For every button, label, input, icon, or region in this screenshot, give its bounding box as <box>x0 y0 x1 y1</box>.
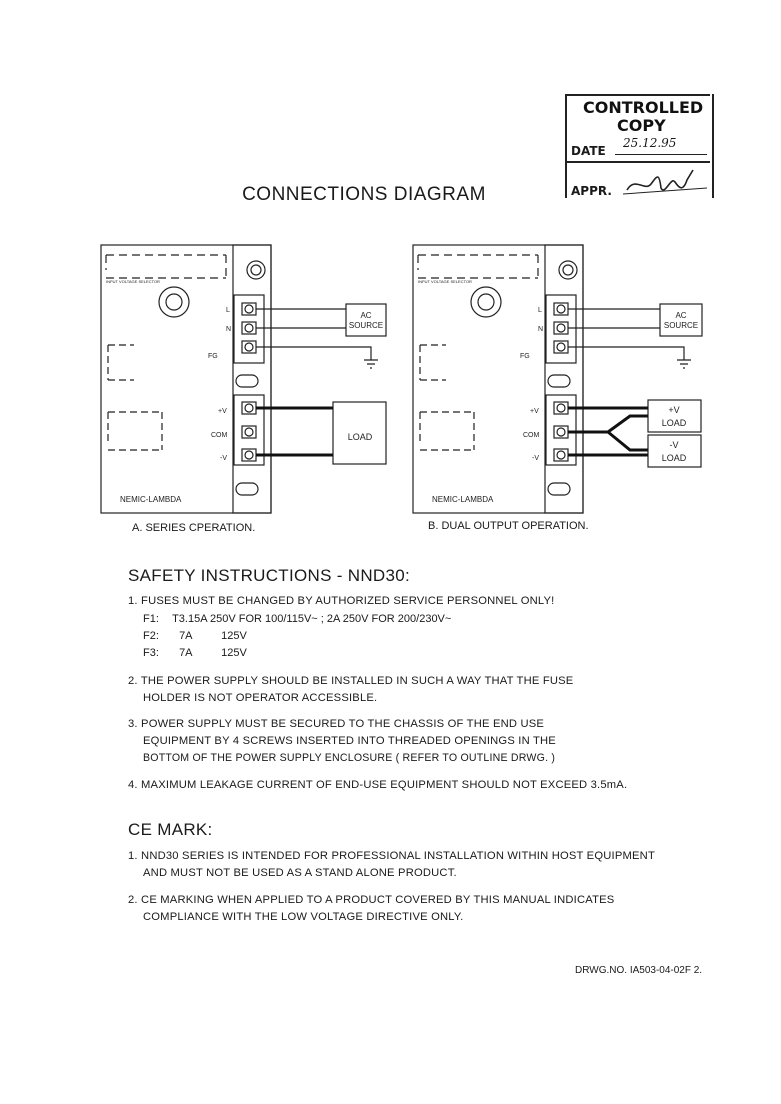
ce-item-2: 2. CE MARKING WHEN APPLIED TO A PRODUCT … <box>128 894 615 906</box>
safety-item-4: 4. MAXIMUM LEAKAGE CURRENT OF END-USE EQ… <box>128 779 628 791</box>
ce-item-2-cont: COMPLIANCE WITH THE LOW VOLTAGE DIRECTIV… <box>143 911 464 923</box>
load-bottom-label2-b: LOAD <box>662 453 687 463</box>
stamp-date-line <box>615 154 707 155</box>
drawing-number: DRWG.NO. IA503-04-02F 2. <box>575 965 703 976</box>
safety-item-3-cont2: BOTTOM OF THE POWER SUPPLY ENCLOSURE ( R… <box>143 752 556 764</box>
fuse-f1-rating: T3.15A 250V FOR 100/115V~ ; 2A 250V FOR … <box>172 613 452 625</box>
fuse-f2: F2: 7A 125V <box>143 628 247 645</box>
fuse-f3-rating-a: 7A <box>179 647 193 659</box>
ac-source-box-a <box>345 303 387 337</box>
stamp-border <box>565 94 714 198</box>
ac-source-line2-a: SOURCE <box>349 321 383 330</box>
logo-b: NEMIC-LAMBDA <box>432 495 494 504</box>
stamp-line1: CONTROLLED <box>583 98 704 117</box>
terminal-l-a: L <box>226 307 230 314</box>
controlled-copy-stamp: CONTROLLED COPY DATE 25.12.95 APPR. <box>565 86 715 204</box>
stamp-appr-label: APPR. <box>571 184 612 198</box>
fuse-f2-rating-a: 7A <box>179 630 193 642</box>
stamp-top-line <box>565 94 710 96</box>
safety-heading: SAFETY INSTRUCTIONS - NND30: <box>128 566 411 585</box>
ac-source-line2-b: SOURCE <box>664 321 698 330</box>
approval-signature <box>623 169 708 195</box>
terminal-plus-v-a: +V <box>218 408 227 415</box>
caption-a: A. SERIES CPERATION. <box>132 522 256 534</box>
stamp-mid-line <box>565 161 710 163</box>
ce-heading: CE MARK: <box>128 820 213 839</box>
ac-source-line1-a: AC <box>360 311 371 320</box>
ce-item-1-cont: AND MUST NOT BE USED AS A STAND ALONE PR… <box>143 867 457 879</box>
psu-outline-a <box>100 244 272 514</box>
selector-label-b: INPUT VOLTAGE SELECTOR <box>418 279 472 284</box>
load-label-a: LOAD <box>348 432 373 442</box>
terminal-fg-a: FG <box>208 353 218 360</box>
terminal-strip-a <box>232 244 272 514</box>
safety-item-3-cont1: EQUIPMENT BY 4 SCREWS INSERTED INTO THRE… <box>143 735 556 747</box>
terminal-l-b: L <box>538 307 542 314</box>
terminal-com-b: COM <box>523 432 540 439</box>
fuse-f3: F3: 7A 125V <box>143 645 247 662</box>
ac-source-line1-b: AC <box>675 311 686 320</box>
fuse-f2-name: F2: <box>143 630 159 642</box>
safety-item-1: 1. FUSES MUST BE CHANGED BY AUTHORIZED S… <box>128 595 555 607</box>
series-operation-diagram: INPUT VOLTAGE SELECTOR L N FG +V COM -V … <box>100 244 387 514</box>
stamp-date-value: 25.12.95 <box>623 136 677 150</box>
fuse-f1: F1: T3.15A 250V FOR 100/115V~ ; 2A 250V … <box>143 611 451 628</box>
terminal-minus-v-a: -V <box>220 455 227 462</box>
load-top-label1-b: +V <box>668 405 679 415</box>
terminal-n-b: N <box>538 326 543 333</box>
terminal-minus-v-b: -V <box>532 455 539 462</box>
selector-label-a: INPUT VOLTAGE SELECTOR <box>106 279 160 284</box>
fuse-f3-rating-b: 125V <box>221 647 247 659</box>
fuse-f2-rating-b: 125V <box>221 630 247 642</box>
safety-item-2-cont: HOLDER IS NOT OPERATOR ACCESSIBLE. <box>143 692 378 704</box>
caption-b: B. DUAL OUTPUT OPERATION. <box>428 520 589 532</box>
load-top-label2-b: LOAD <box>662 418 687 428</box>
stamp-date-label: DATE <box>571 144 606 158</box>
fuse-f1-name: F1: <box>143 613 159 625</box>
load-box-a <box>332 401 387 465</box>
dual-output-diagram: INPUT VOLTAGE SELECTOR L N FG +V COM -V … <box>412 244 703 514</box>
fuse-f3-name: F3: <box>143 647 159 659</box>
terminal-com-a: COM <box>211 432 228 439</box>
stamp-line2: COPY <box>617 116 666 135</box>
load-bottom-label1-b: -V <box>670 440 679 450</box>
ac-source-box-b <box>659 303 703 337</box>
safety-item-2: 2. THE POWER SUPPLY SHOULD BE INSTALLED … <box>128 675 574 687</box>
ce-item-1: 1. NND30 SERIES IS INTENDED FOR PROFESSI… <box>128 850 655 862</box>
psu-outline-b <box>412 244 584 514</box>
terminal-n-a: N <box>226 326 231 333</box>
terminal-strip-b <box>544 244 584 514</box>
logo-a: NEMIC-LAMBDA <box>120 495 182 504</box>
diagram-title: CONNECTIONS DIAGRAM <box>242 184 486 205</box>
safety-item-3: 3. POWER SUPPLY MUST BE SECURED TO THE C… <box>128 718 545 730</box>
terminal-plus-v-b: +V <box>530 408 539 415</box>
terminal-fg-b: FG <box>520 353 530 360</box>
